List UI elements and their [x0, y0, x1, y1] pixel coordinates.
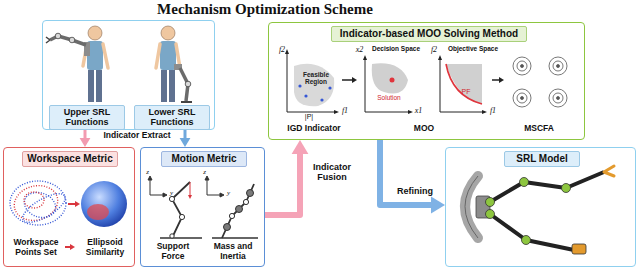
- function-label: Upper SRL Functions: [49, 105, 125, 130]
- solution-label: Solution: [374, 94, 404, 101]
- step-label: IGD Indicator: [275, 124, 353, 134]
- flow-arrow: [380, 140, 445, 213]
- metric-step: Mass and Inertia: [204, 242, 262, 262]
- set-label: |P|: [302, 113, 316, 121]
- axis-label: f1: [488, 106, 498, 115]
- metric-step: Workspace Points Set: [6, 238, 66, 258]
- axis-label: z: [144, 168, 151, 176]
- space-label: Objective Space: [444, 45, 502, 52]
- axis-label: x1: [413, 106, 424, 115]
- arrow-shaft: [265, 151, 300, 215]
- region-label: Feasible Region: [295, 71, 337, 86]
- diagram-title: Mechanism Optimization Scheme: [110, 1, 420, 18]
- srl-model-panel: SRL Model: [445, 147, 636, 267]
- human-figure: [46, 26, 108, 102]
- srl-model: [465, 166, 614, 254]
- metric-step: Support Force: [144, 242, 202, 262]
- step-label: MSCFA: [509, 124, 569, 134]
- axis-label: f2: [429, 45, 439, 54]
- axis-label: z: [201, 168, 208, 176]
- arrow-head: [431, 197, 445, 214]
- workspace-metric-panel: Workspace MetricWorkspace Points Set Elli…: [3, 147, 135, 267]
- flow-label: Indicator Extract: [97, 131, 177, 141]
- arrow-label: Refining: [390, 186, 440, 196]
- flow-arrow: [180, 130, 191, 147]
- motion-sketch: [148, 176, 258, 238]
- axis-label: y: [168, 189, 175, 197]
- arrow-label: Indicator Fusion: [306, 162, 358, 183]
- arrow-head: [180, 138, 191, 147]
- panel-heading: SRL Model: [504, 151, 580, 167]
- human-figure: [156, 26, 192, 102]
- arrow-head: [80, 138, 91, 147]
- panel-heading: Workspace Metric: [22, 151, 118, 167]
- moo-plots: [285, 49, 567, 114]
- panel-heading: Indicator-based MOO Solving Method: [331, 26, 527, 42]
- arrow-head: [292, 140, 309, 154]
- axis-label: f1: [340, 106, 350, 115]
- panel-heading: Motion Metric: [161, 151, 247, 167]
- axis-label: x2: [354, 45, 365, 54]
- space-label: Decision Space: [369, 45, 423, 52]
- flow-arrow: [80, 130, 91, 147]
- axis-label: y: [225, 189, 232, 197]
- axis-label: f2: [277, 45, 287, 54]
- functions-panel: Upper SRL Functions Lower SRL Functions: [42, 20, 215, 130]
- metric-step: Ellipsoid Similarity: [76, 238, 134, 258]
- step-label: MOO: [399, 124, 449, 134]
- function-label: Lower SRL Functions: [134, 105, 210, 130]
- flow-arrow: [265, 140, 308, 215]
- front-label: PF: [459, 88, 473, 96]
- workspace-cloud: [10, 181, 69, 228]
- motion-metric-panel: Motion MetricSupport ForceMass and Inert…: [140, 147, 265, 267]
